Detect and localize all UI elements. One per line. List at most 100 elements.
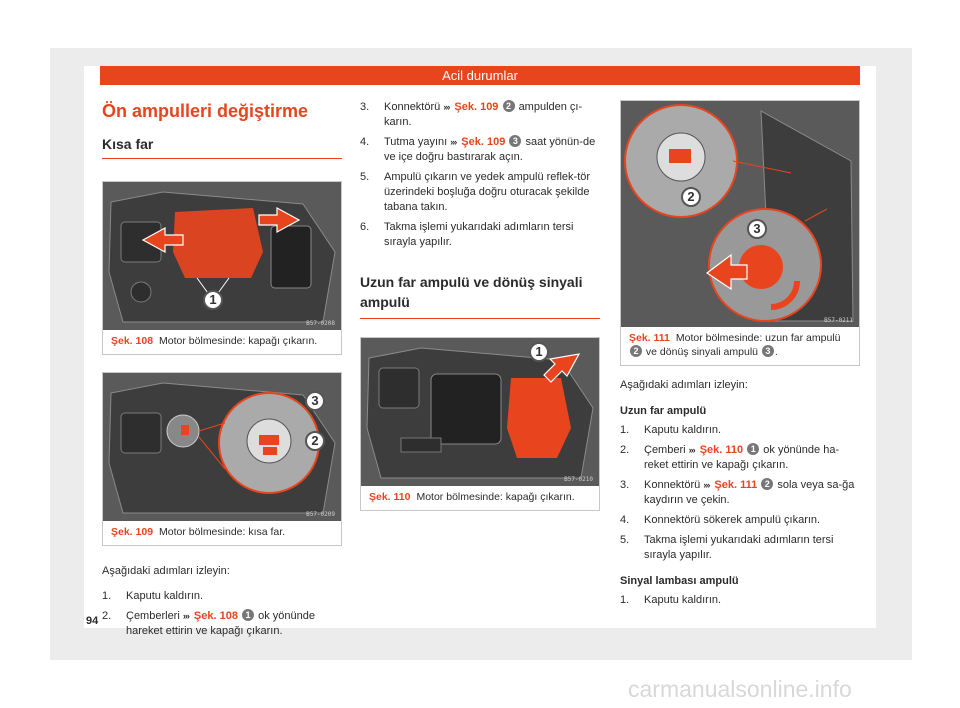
- low-beam-illustration: [103, 373, 341, 521]
- label-high-beam: Uzun far ampulü: [620, 405, 707, 417]
- caption-text: Motor bölmesinde: kapağı çıkarın.: [416, 491, 575, 503]
- list-item: 1. Kaputu kaldırın.: [102, 589, 342, 604]
- column-2: 3.Konnektörü ››› Şek. 109 2 ampulden çı-…: [360, 100, 600, 511]
- step-text: Kaputu kaldırın.: [644, 424, 722, 436]
- step-text: Ampulü çıkarın ve yedek ampulü reflek-tö…: [384, 171, 591, 213]
- label-signal-lamp: Sinyal lambası ampulü: [620, 575, 739, 587]
- cross-ref-arrows: ›››: [703, 480, 710, 490]
- column-3: 2 3 B57-0211 Şek. 111 Motor bölmesinde: u…: [620, 100, 860, 613]
- step-number: 3.: [620, 479, 630, 491]
- caption-text: Motor bölmesinde: uzun far ampulü: [675, 332, 841, 344]
- caption-text: Motor bölmesinde: kapağı çıkarın.: [159, 335, 318, 347]
- step-number: 6.: [360, 221, 370, 233]
- callout-badge: 1: [747, 443, 760, 455]
- list-item: 1. Kaputu kaldırın.: [620, 593, 860, 608]
- figure-number: Şek. 111: [629, 332, 670, 344]
- figure-link[interactable]: Şek. 110: [699, 444, 744, 456]
- step-text: ok yönünde hareket ettirin ve kapağı çık…: [126, 610, 315, 637]
- chapter-header: Acil durumlar: [100, 66, 860, 85]
- step-text: Konnektörü: [384, 101, 441, 113]
- step-text: Çemberi: [644, 444, 686, 456]
- step-number: 4.: [360, 136, 370, 148]
- figure-108-caption: Şek. 108 Motor bölmesinde: kapağı çıkarın…: [103, 330, 341, 354]
- callout-3: 3: [747, 219, 767, 239]
- step-text: Kaputu kaldırın.: [644, 594, 722, 606]
- high-beam-cover-illustration: [361, 338, 599, 486]
- steps-list: 1.Kaputu kaldırın. 2. Çemberi ››› Şek. 11…: [620, 423, 860, 563]
- figure-111-image: 2 3 B57-0211: [621, 101, 859, 327]
- figure-108-image: 1 B57-0208: [103, 182, 341, 330]
- steps-intro: Aşağıdaki adımları izleyin:: [102, 565, 230, 577]
- step-text: Konnektörü sökerek ampulü çıkarın.: [644, 514, 821, 526]
- step-text: sola veya sa-ğa kaydırın ve çekin.: [644, 479, 855, 506]
- callout-badge: 3: [761, 345, 774, 357]
- step-number: 2.: [620, 444, 630, 456]
- cross-ref-arrows: ›››: [443, 102, 450, 112]
- step-number: 1.: [620, 594, 630, 606]
- figure-number: Şek. 110: [369, 491, 411, 503]
- step-text: Konnektörü: [644, 479, 701, 491]
- page-number: 94: [86, 615, 99, 627]
- figure-link[interactable]: Şek. 108: [193, 610, 238, 622]
- headlight-cover-illustration: [103, 182, 341, 330]
- step-number: 4.: [620, 514, 630, 526]
- steps-list: 3.Konnektörü ››› Şek. 109 2 ampulden çı-…: [360, 100, 600, 250]
- figure-number: Şek. 108: [111, 335, 154, 347]
- step-number: 5.: [360, 171, 370, 183]
- step-number: 3.: [360, 101, 370, 113]
- site-watermark: carmanualsonline.info: [628, 676, 852, 702]
- step-text: Takma işlemi yukarıdaki adımların tersi …: [644, 534, 834, 561]
- column-1: Ön ampulleri değiştirme Kısa far 1 B57-0…: [102, 96, 342, 644]
- figure-110: 1 B57-0210 Şek. 110 Motor bölmesinde: kap…: [360, 337, 600, 511]
- subsection-low-beam: Kısa far: [102, 136, 342, 159]
- figure-code: B57-0211: [824, 317, 853, 324]
- step-text: Takma işlemi yukarıdaki adımların tersi …: [384, 221, 574, 248]
- step-text: saat yönün-de ve içe doğru bastırarak aç…: [384, 136, 596, 163]
- list-item: 4. Konnektörü sökerek ampulü çıkarın.: [620, 513, 860, 528]
- step-text: ok yönünde ha-reket ettirin ve kapağı çı…: [644, 444, 840, 471]
- figure-109-image: 3 2 B57-0209: [103, 373, 341, 521]
- callout-2: 2: [681, 187, 701, 207]
- cross-ref-arrows: ›››: [450, 137, 457, 147]
- subsection-high-beam: Uzun far ampulü ve dönüş sinyali ampulü: [360, 272, 600, 319]
- step-text: ampulden çı-karın.: [384, 101, 583, 128]
- callout-badge: 2: [761, 478, 774, 490]
- cross-ref-arrows: ›››: [688, 445, 696, 455]
- list-item: 2.Çemberleri ››› Şek. 108 1 ok yönünde h…: [102, 609, 342, 639]
- steps-intro: Aşağıdaki adımları izleyin:: [620, 379, 748, 391]
- figure-link[interactable]: Şek. 111: [714, 479, 758, 491]
- figure-110-image: 1 B57-0210: [361, 338, 599, 486]
- figure-110-caption: Şek. 110 Motor bölmesinde: kapağı çıkarın…: [361, 486, 599, 510]
- figure-108: 1 B57-0208 Şek. 108 Motor bölmesinde: kap…: [102, 181, 342, 355]
- callout-badge: 2: [630, 345, 642, 357]
- high-beam-bulb-illustration: [621, 101, 859, 327]
- step-number: 1.: [102, 590, 112, 602]
- step-number: 5.: [620, 534, 630, 546]
- step-number: 2.: [102, 610, 112, 622]
- steps-list: 1. Kaputu kaldırın. 2.Çemberleri ››› Şek.…: [102, 589, 342, 639]
- list-item: 4. Tutma yayını ››› Şek. 109 3 saat yönün…: [360, 135, 600, 165]
- step-text: Tutma yayını: [384, 136, 448, 148]
- list-item: 3. Konnektörü ››› Şek. 111 2 sola veya sa…: [620, 478, 860, 508]
- list-item: 2. Çemberi ››› Şek. 110 1 ok yönünde ha-r…: [620, 443, 860, 473]
- callout-badge: 3: [509, 135, 522, 147]
- figure-code: B57-0210: [564, 476, 593, 483]
- figure-111-caption: Şek. 111 Motor bölmesinde: uzun far ampul…: [629, 332, 841, 358]
- list-item: 1.Kaputu kaldırın.: [620, 423, 860, 438]
- figure-link[interactable]: Şek. 109: [461, 136, 506, 148]
- step-text: Kaputu kaldırın.: [126, 590, 204, 602]
- section-title: Ön ampulleri değiştirme: [102, 101, 309, 121]
- list-item: 5. Takma işlemi yukarıdaki adımların ters…: [620, 533, 860, 563]
- figure-111: 2 3 B57-0211 Şek. 111 Motor bölmesinde: u…: [620, 100, 860, 366]
- steps-list: 1. Kaputu kaldırın.: [620, 593, 860, 608]
- callout-badge: 1: [242, 609, 255, 621]
- figure-link[interactable]: Şek. 109: [454, 101, 499, 113]
- callout-1: 1: [529, 342, 549, 362]
- callout-3: 3: [305, 391, 325, 411]
- list-item: 5. Ampulü çıkarın ve yedek ampulü reflek-…: [360, 170, 600, 215]
- list-item: 3.Konnektörü ››› Şek. 109 2 ampulden çı-…: [360, 100, 600, 130]
- list-item: 6. Takma işlemi yukarıdaki adımların ters…: [360, 220, 600, 250]
- caption-text: ve dönüş sinyali ampulü: [645, 346, 758, 358]
